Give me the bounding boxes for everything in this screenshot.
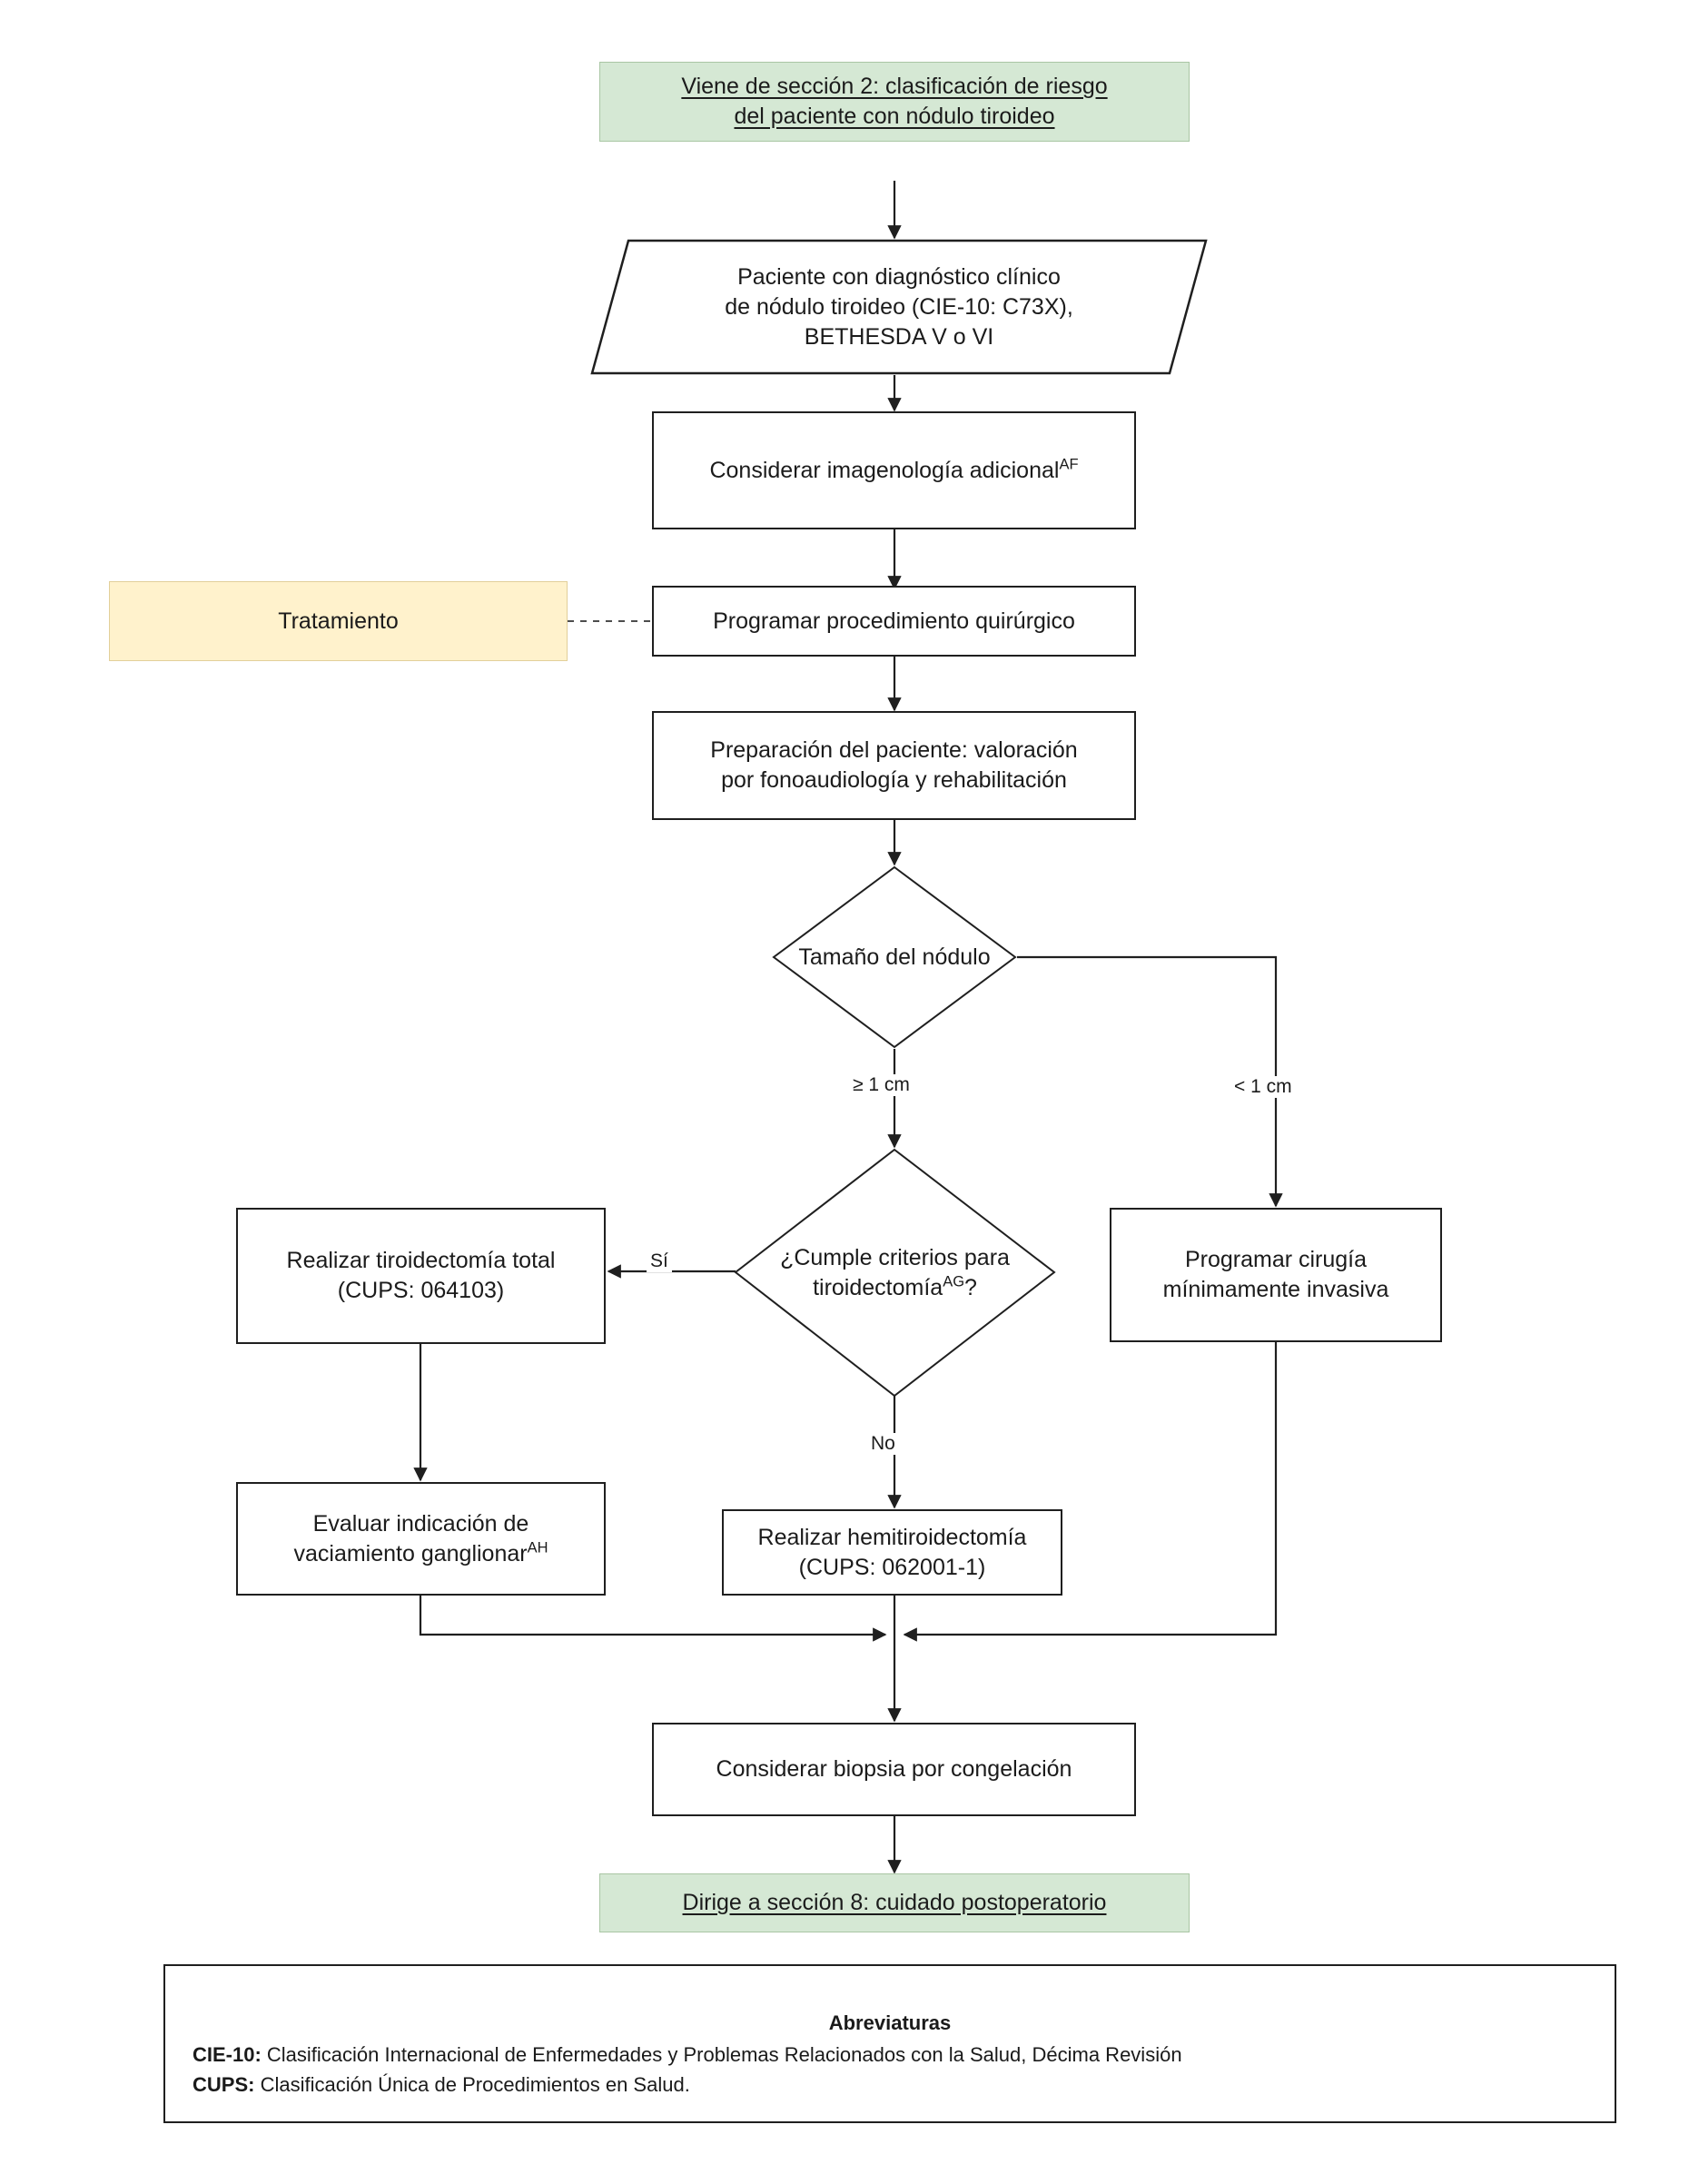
hemithyroidectomy-line-1: Realizar hemitiroidectomía <box>757 1524 1027 1550</box>
abbreviations-legend: Abreviaturas CIE-10: Clasificación Inter… <box>163 1964 1616 2123</box>
edge-label-yes: Sí <box>647 1250 672 1272</box>
hemithyroidectomy-node[interactable]: Realizar hemitiroidectomía (CUPS: 062001… <box>722 1509 1062 1596</box>
decision-thyroidectomy-criteria-node[interactable]: ¿Cumple criterios para tiroidectomíaAG? <box>734 1148 1056 1398</box>
hemithyroidectomy-line-2: (CUPS: 062001-1) <box>798 1554 986 1580</box>
exit-node-label: Dirige a sección 8: cuidado postoperator… <box>682 1890 1107 1915</box>
lymph-node-line-1: Evaluar indicación de <box>312 1510 529 1537</box>
lymph-node-footnote-ref: AH <box>527 1539 548 1556</box>
lymph-node-line-2: vaciamiento ganglionar <box>293 1540 528 1566</box>
input-line-3: BETHESDA V o VI <box>804 323 994 350</box>
parallelogram-shape <box>590 239 1208 375</box>
criteria-footnote-ref: AG <box>943 1273 965 1290</box>
minimally-invasive-line-1: Programar cirugía <box>1184 1247 1368 1272</box>
decision-nodule-size-node[interactable]: Tamaño del nódulo <box>772 865 1017 1049</box>
prep-line-2: por fonoaudiología y rehabilitación <box>721 767 1067 793</box>
decision-size-label: Tamaño del nódulo <box>798 944 991 970</box>
legend-value-cie10: Clasificación Internacional de Enfermeda… <box>261 2043 1182 2066</box>
imaging-footnote-ref: AF <box>1059 456 1079 473</box>
terminal-exit-node[interactable]: Dirige a sección 8: cuidado postoperator… <box>599 1873 1190 1932</box>
total-thyroidectomy-node[interactable]: Realizar tiroidectomía total (CUPS: 0641… <box>236 1208 606 1344</box>
legend-key-cie10: CIE-10: <box>193 2043 262 2066</box>
terminal-entry-node[interactable]: Viene de sección 2: clasificación de rie… <box>599 62 1190 142</box>
prep-line-1: Preparación del paciente: valoración <box>710 737 1078 763</box>
diamond-shape <box>734 1148 1056 1398</box>
criteria-line-2: tiroidectomía <box>813 1274 943 1300</box>
patient-preparation-node[interactable]: Preparación del paciente: valoración por… <box>652 711 1136 820</box>
total-thyroidectomy-line-1: Realizar tiroidectomía total <box>286 1248 556 1273</box>
total-thyroidectomy-line-2: (CUPS: 064103) <box>337 1278 505 1303</box>
entry-line-1: Viene de sección 2: clasificación de rie… <box>681 74 1108 99</box>
entry-line-2: del paciente con nódulo tiroideo <box>734 104 1055 129</box>
edge-label-size-lt: < 1 cm <box>1230 1076 1296 1098</box>
input-patient-diagnosis-node[interactable]: Paciente con diagnóstico clínico de nódu… <box>590 239 1208 375</box>
schedule-surgery-label: Programar procedimiento quirúrgico <box>713 608 1075 634</box>
imaging-label: Considerar imagenología adicional <box>709 457 1060 483</box>
schedule-surgical-procedure-node[interactable]: Programar procedimiento quirúrgico <box>652 586 1136 657</box>
input-line-1: Paciente con diagnóstico clínico <box>737 263 1061 290</box>
legend-row-cie10: CIE-10: Clasificación Internacional de E… <box>193 2040 1587 2070</box>
input-line-2: de nódulo tiroideo (CIE-10: C73X), <box>725 293 1073 320</box>
minimally-invasive-line-2: mínimamente invasiva <box>1162 1277 1389 1302</box>
legend-key-cups: CUPS: <box>193 2073 255 2096</box>
legend-title: Abreviaturas <box>828 2011 952 2034</box>
minimally-invasive-surgery-node[interactable]: Programar cirugía mínimamente invasiva <box>1110 1208 1442 1342</box>
diamond-shape <box>772 865 1017 1049</box>
consider-additional-imaging-node[interactable]: Considerar imagenología adicionalAF <box>652 411 1136 529</box>
edge-label-size-ge: ≥ 1 cm <box>849 1074 914 1096</box>
legend-row-cups: CUPS: Clasificación Única de Procedimien… <box>193 2070 1587 2100</box>
criteria-line-1: ¿Cumple criterios para <box>780 1244 1010 1270</box>
evaluate-lymph-node-dissection-node[interactable]: Evaluar indicación de vaciamiento gangli… <box>236 1482 606 1596</box>
frozen-section-biopsy-node[interactable]: Considerar biopsia por congelación <box>652 1723 1136 1816</box>
edge-label-no: No <box>867 1433 899 1455</box>
phase-label-treatment[interactable]: Tratamiento <box>109 581 568 661</box>
criteria-question-mark: ? <box>964 1274 977 1300</box>
phase-label-text: Tratamiento <box>278 608 399 634</box>
legend-value-cups: Clasificación Única de Procedimientos en… <box>254 2073 690 2096</box>
frozen-biopsy-label: Considerar biopsia por congelación <box>716 1756 1072 1782</box>
